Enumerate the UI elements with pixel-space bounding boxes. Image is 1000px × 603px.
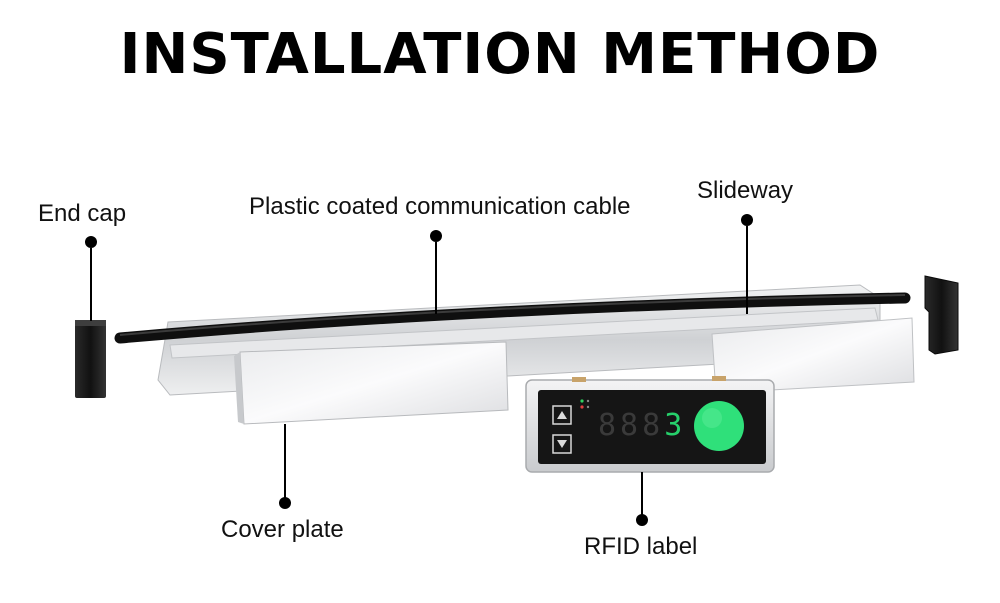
callout-dot-cover-plate [279, 497, 291, 509]
page-title: INSTALLATION METHOD [119, 22, 881, 87]
label-slideway: Slideway [697, 177, 794, 204]
label-cover-plate: Cover plate [221, 516, 344, 543]
end-cap-left [75, 320, 106, 398]
rfid-display-digits: 8883 [598, 408, 686, 443]
callout-dot-rfid [636, 514, 648, 526]
label-communication-cable: Plastic coated communication cable [249, 193, 631, 220]
cover-plate-right [711, 317, 915, 394]
end-cap-right [924, 275, 959, 355]
callout-line-cable [435, 242, 437, 314]
rfid-display-active-digit: 3 [664, 408, 687, 443]
cover-plate-left [239, 341, 509, 425]
rfid-up-button [552, 405, 572, 425]
callout-line-slideway [746, 226, 748, 314]
callout-line-cover-plate [284, 424, 286, 500]
rfid-display-dim-digits: 888 [598, 408, 665, 443]
label-end-cap: End cap [38, 200, 127, 227]
callout-dot-slideway [741, 214, 753, 226]
communication-cable [114, 292, 911, 344]
callout-line-rfid [641, 472, 643, 516]
callout-dot-cable [430, 230, 442, 242]
callout-dot-end-cap [85, 236, 97, 248]
rfid-down-button [552, 434, 572, 454]
callout-line-end-cap [90, 248, 92, 321]
rfid-indicator-light [694, 401, 744, 451]
label-rfid: RFID label [584, 533, 698, 560]
